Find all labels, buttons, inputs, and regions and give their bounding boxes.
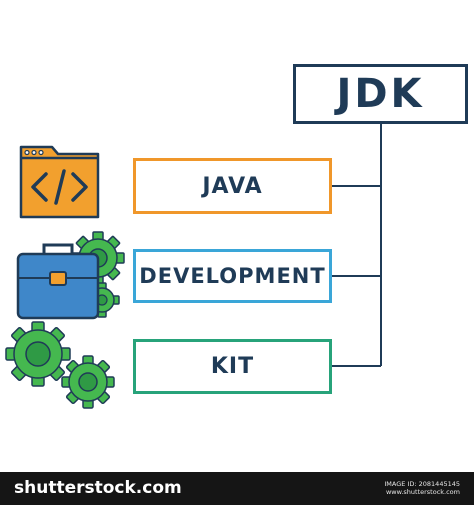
java-box: JAVA <box>133 158 332 214</box>
footer-image-id: IMAGE ID: 2081445145 <box>384 480 460 488</box>
footer-logo: shutterstock.com <box>14 478 182 498</box>
jdk-title: JDK <box>336 71 425 117</box>
footer-site: www.shutterstock.com <box>385 488 460 496</box>
diagram-canvas: JDK JAVA DEVELOPMENT KIT <box>5 64 468 409</box>
kit-label: KIT <box>210 354 255 379</box>
kit-box: KIT <box>133 339 332 394</box>
connector-lines <box>332 124 382 367</box>
development-box: DEVELOPMENT <box>133 249 332 303</box>
development-label: DEVELOPMENT <box>139 264 326 288</box>
footer-bar: shutterstock.com IMAGE ID: 2081445145 ww… <box>0 472 474 505</box>
jdk-title-box: JDK <box>293 64 468 124</box>
gears-icon <box>5 321 115 409</box>
java-label: JAVA <box>202 173 263 199</box>
code-window-icon <box>19 145 100 219</box>
footer-meta: IMAGE ID: 2081445145 www.shutterstock.co… <box>384 480 460 496</box>
briefcase-gear-icon <box>16 231 125 320</box>
